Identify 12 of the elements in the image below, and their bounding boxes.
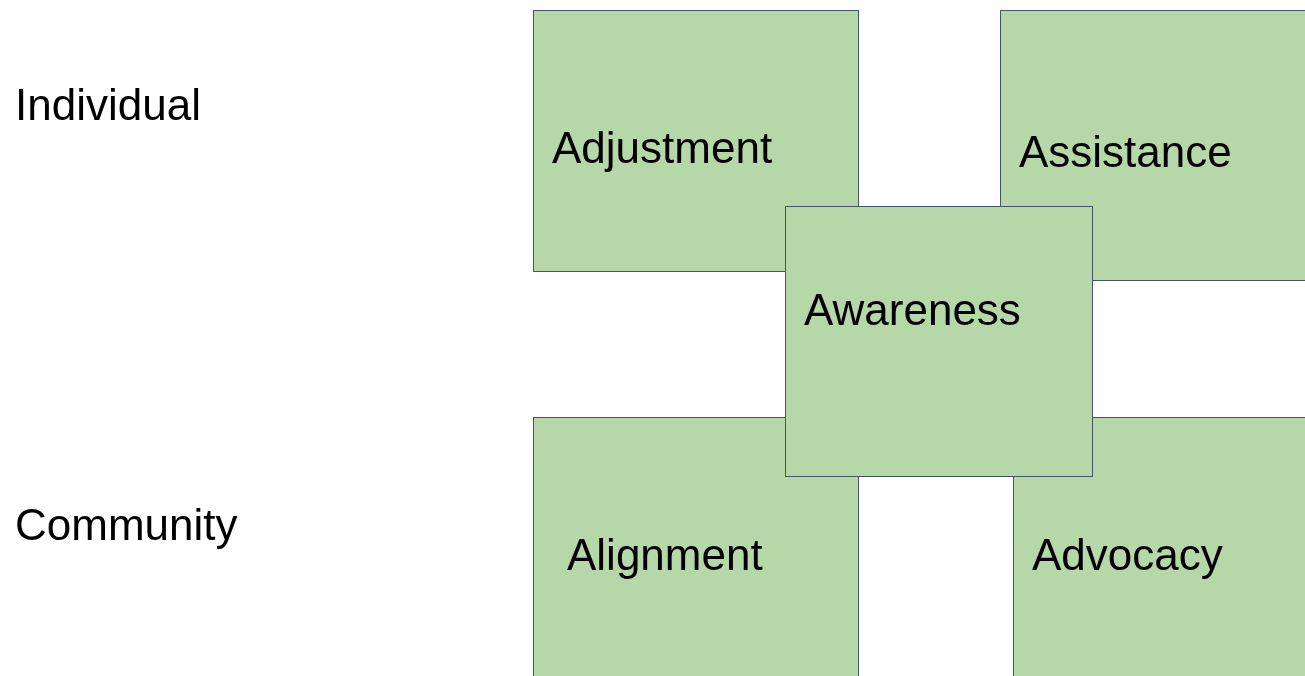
concept-box	[1013, 417, 1305, 676]
box-label: Adjustment	[552, 122, 773, 174]
concept-box	[785, 206, 1093, 477]
box-label: Awareness	[804, 284, 1021, 336]
row-label: Individual	[15, 79, 201, 131]
concept-box	[533, 417, 859, 676]
concept-box	[533, 10, 859, 272]
box-label: Assistance	[1019, 126, 1232, 178]
concept-box	[1000, 10, 1305, 281]
box-label: Advocacy	[1032, 529, 1223, 581]
row-label: Community	[15, 499, 238, 551]
box-label: Alignment	[567, 529, 763, 581]
